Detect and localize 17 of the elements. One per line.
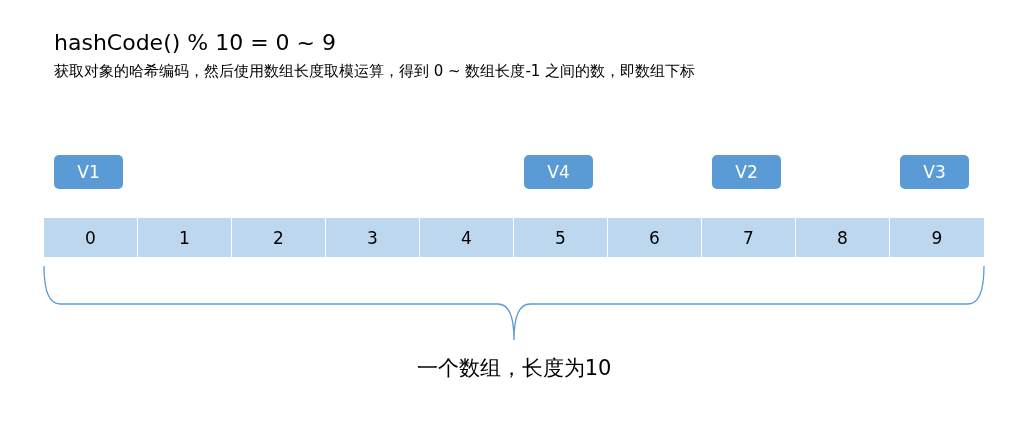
value-box: V2 [712, 155, 781, 189]
brace-label: 一个数组，长度为10 [415, 355, 613, 382]
array-cell: 2 [232, 218, 326, 257]
array-cell: 0 [44, 218, 138, 257]
array-cell: 7 [702, 218, 796, 257]
value-box: V1 [54, 155, 123, 189]
array-cell: 4 [420, 218, 514, 257]
array-cell: 9 [890, 218, 984, 257]
array-cell: 5 [514, 218, 608, 257]
subtitle: 获取对象的哈希编码，然后使用数组长度取模运算，得到 0 ~ 数组长度-1 之间的数，即数组下标 [54, 62, 696, 81]
value-box: V4 [524, 155, 593, 189]
title: hashCode() % 10 = 0 ~ 9 [54, 30, 337, 55]
array-cell: 6 [608, 218, 702, 257]
value-box: V3 [900, 155, 969, 189]
array-cell: 1 [138, 218, 232, 257]
array-cell: 8 [796, 218, 890, 257]
array-cell: 3 [326, 218, 420, 257]
